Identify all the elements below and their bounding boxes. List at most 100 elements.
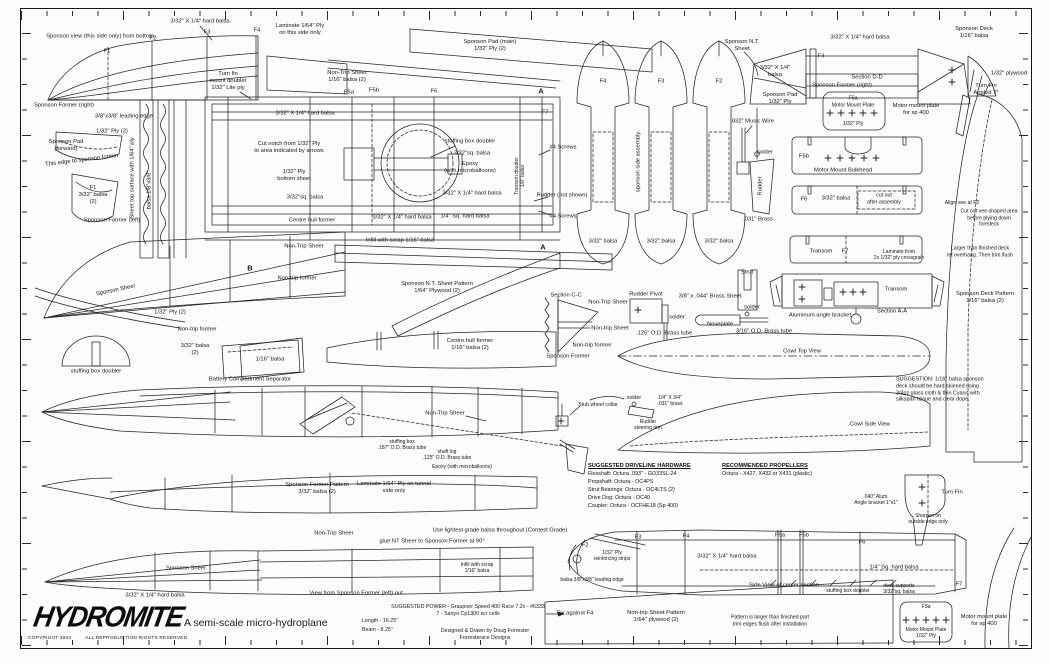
part-label: .031" Brass: [743, 216, 773, 223]
part-label: Rudder steering arm: [634, 418, 662, 431]
part-label: F5b: [799, 153, 809, 160]
part-label: deck supports 3/32"sq. balsa: [883, 582, 915, 595]
part-label: Transom: [809, 248, 833, 255]
part-label: balsa 3/8"x3/8" leading edge: [560, 576, 624, 583]
part-label: Motor mount plate for sp 400: [960, 613, 1008, 627]
part-label: Larger than finished deck let overhang. …: [947, 245, 1013, 259]
part-label: Cut notch from 1/32" Ply to area indicat…: [254, 140, 324, 154]
part-label: Sponson Sheer: [166, 565, 206, 572]
hardware-item: Propshaft: Octura - OC4PS: [588, 479, 654, 486]
part-label: sponson side assembly: [635, 131, 642, 193]
part-label: F6: [430, 88, 438, 95]
suggested-power-note: SUGGESTED POWER - Graupner Speed 400 Rac…: [391, 604, 545, 618]
part-label: F1: [103, 48, 111, 55]
part-label: Sponson N.T. Sheet: [724, 38, 760, 52]
part-label: 3/32" X 1/4" hard balsa: [275, 110, 335, 117]
part-label: Side View of center section: [749, 582, 819, 589]
part-label: 3/32"sq. balsa: [453, 150, 491, 157]
propellers-heading: RECOMMENDED PROPELLERS: [722, 463, 808, 469]
part-label: .040" Alum. Angle bracket 1"x1": [854, 493, 898, 506]
part-label: Epoxy (with microballoons): [444, 160, 496, 174]
part-label: Turn fin mount doubler 1/32" Lite ply: [209, 71, 247, 92]
part-label: F1 3/32" balsa (2): [78, 185, 108, 206]
part-label: Non-trip former: [177, 326, 217, 333]
part-label: Non-trip Sheet Pattern 1/64" plywood (2): [627, 609, 685, 623]
part-label: 1/32" Ply bottom sheet: [277, 168, 311, 182]
part-label: Cowl Side View: [849, 421, 891, 428]
part-label: F7: [541, 109, 549, 116]
propellers-block: RECOMMENDED PROPELLERS Octura - X427, X4…: [722, 462, 812, 479]
part-label: Laminate 1/64" Ply on this side only: [275, 22, 325, 36]
part-label: stuffing box doubler: [70, 368, 122, 375]
part-label: 1/32" plywood: [990, 70, 1028, 77]
part-label: F2: [149, 35, 157, 42]
part-label: solder: [626, 394, 642, 401]
part-label: 3/32" X 1/4" balsa: [759, 64, 791, 78]
plan-title: HYDROMITE: [31, 600, 186, 634]
part-label: Non-Trip Sheer: [588, 299, 628, 306]
part-label: .125" O.D. Brass tube: [635, 330, 693, 337]
part-label: Section D-D: [851, 74, 883, 81]
part-label: 1/32" Ply (2): [154, 309, 186, 316]
part-label: Centre hull former 1/16" balsa (2): [446, 337, 494, 351]
part-label: Infill with scrap 1/16" balsa: [460, 561, 494, 574]
hardware-item: Drive Dog: Octura - OC40: [588, 494, 651, 501]
part-label: Sponson Deck Pattern 1/16" balsa (2): [955, 290, 1015, 304]
part-label: F5b: [369, 87, 379, 94]
part-label: Sponson view (this side only) from botto…: [46, 33, 154, 40]
part-label: stuffing box doubler: [826, 587, 870, 594]
part-label: Non-Trip Sheer: [284, 243, 324, 250]
part-label: Non-Trip Sheer 1/16" balsa (2): [327, 69, 367, 83]
part-label: F6: [858, 539, 866, 546]
part-label: 3/32" X 1/4" hard balsa: [697, 553, 757, 560]
part-label: 1/4" Sq. hard balsa: [440, 213, 490, 220]
part-label: 1/16" balsa: [255, 356, 285, 363]
part-label: Rudder (not shown): [536, 192, 588, 199]
part-label: Align vee at F2: [944, 199, 980, 206]
part-label: F4: [599, 78, 607, 85]
part-label: Non-trip former: [277, 275, 317, 282]
part-label: stuffing box doubler: [444, 138, 496, 145]
part-label: Sponson Former (right): [812, 82, 872, 89]
part-label: stuffing box .187" O.D. Brass tube: [377, 438, 427, 451]
part-label: 1/4" X 3/4" .031" brass: [657, 394, 683, 407]
part-label: F6: [800, 196, 808, 203]
part-label: 3/8"x3/8" leading edge: [95, 113, 153, 120]
part-label: glue NT Sheer to Sponson Former at 90°: [379, 538, 485, 545]
part-label: F5a: [921, 603, 931, 610]
part-label: Motor mount plate for sp 400: [892, 102, 940, 116]
part-label: Sponson N.T. Sheet Pattern 1/64" Plywood…: [401, 280, 473, 294]
part-label: Sponson Former (left): [83, 217, 141, 224]
part-label: 3/32" balsa: [704, 238, 734, 245]
part-label: F5a: [344, 89, 354, 96]
part-label: 1/4" Sq. hard balsa: [869, 564, 919, 571]
part-label: Sponson Former Pattern 3/32" balsa (2): [285, 481, 349, 495]
part-label: Section C-C: [550, 292, 582, 299]
part-label: F3: [634, 534, 642, 541]
propellers-line: Octura - X427, X432 or X431 (plastic): [722, 471, 812, 478]
part-label: 3/32" X 1/4" hard balsa: [372, 214, 432, 221]
part-label: Sponson Pad (forward): [48, 138, 84, 152]
part-label: F4: [682, 533, 690, 540]
part-label: Sponson Pad 1/32" Ply: [762, 91, 798, 105]
part-label: Non-trip Sheet: [591, 325, 629, 332]
part-label: View from Sponson Former (left) out.: [309, 590, 405, 597]
part-label: Sharpen on outside edge only: [908, 512, 948, 525]
part-label: 3/32"sq. balsa: [286, 194, 324, 201]
part-label: 3/32" X 1/4" hard balsa: [830, 34, 890, 41]
part-label: Pattern is larger than finished part tri…: [731, 614, 809, 628]
copyright-text: COPYRIGHT 2002: [28, 636, 72, 641]
part-label: F4: [817, 53, 825, 60]
part-label: F3: [203, 29, 211, 36]
part-label: Motor Mount Plate 1/32" Ply: [905, 626, 947, 639]
part-label: Aluminum angle bracket: [788, 312, 852, 319]
sheet-border: [20, 8, 1032, 649]
part-label: solder: [757, 149, 773, 156]
part-label: Battery Compartment Separator: [208, 376, 292, 383]
part-label: A: [540, 242, 546, 252]
part-label: Centre hull former: [288, 217, 336, 224]
designer-credit: Designed & Drawn by Doug Forrester Forre…: [440, 628, 530, 642]
